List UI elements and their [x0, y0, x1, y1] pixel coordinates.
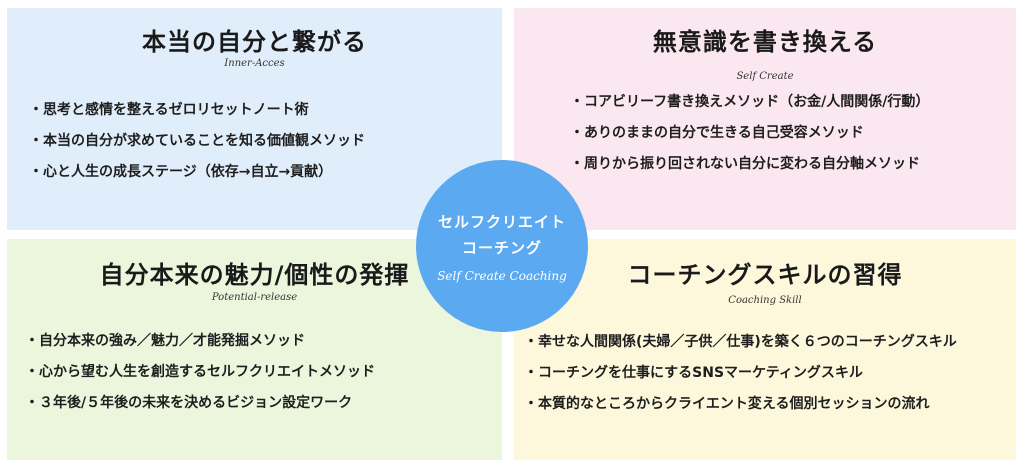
quadrant-inner-access: 本当の自分と繋がる Inner-Acces ・思考と感情を整えるゼロリセットノー…	[7, 8, 502, 230]
bullet-icon: ・	[570, 94, 584, 110]
quadrant-title: 自分本来の魅力/個性の発揮	[99, 261, 410, 289]
center-title-line1: セルフクリエイト	[437, 213, 566, 231]
list-item: ・ありのままの自分で生きる自己受容メソッド	[570, 123, 929, 143]
list-item: ・心から望む人生を創造するセルフクリエイトメソッド	[25, 362, 375, 382]
bullet-icon: ・	[25, 395, 39, 411]
bullet-icon: ・	[29, 102, 43, 118]
list-item-text: 本質的なところからクライエント変える個別セッションの流れ	[538, 396, 930, 412]
quadrant-subtitle: Inner-Acces	[224, 58, 285, 69]
quadrant-title: 無意識を書き換える	[652, 28, 878, 56]
list-item: ・周りから振り回されない自分に変わる自分軸メソッド	[570, 154, 929, 174]
list-item-text: 心から望む人生を創造するセルフクリエイトメソッド	[39, 364, 375, 380]
list-item: ・思考と感情を整えるゼロリセットノート術	[29, 100, 365, 120]
list-item-text: 自分本来の強み／魅力／才能発掘メソッド	[39, 333, 305, 349]
list-item-text: 周りから振り回されない自分に変わる自分軸メソッド	[584, 156, 920, 172]
list-item-text: コアビリーフ書き換えメソッド（お金/人間関係/行動）	[584, 94, 930, 110]
bullet-icon: ・	[29, 133, 43, 149]
quadrant-self-create: 無意識を書き換える Self Create ・コアビリーフ書き換えメソッド（お金…	[514, 8, 1016, 230]
list-item-text: 心と人生の成長ステージ（依存→自立→貢献）	[43, 164, 333, 180]
center-circle: セルフクリエイト コーチング Self Create Coaching	[416, 160, 588, 332]
bullet-icon: ・	[524, 334, 538, 350]
quadrant-potential-release: 自分本来の魅力/個性の発揮 Potential-release ・自分本来の強み…	[7, 239, 502, 460]
bullet-icon: ・	[570, 156, 584, 172]
item-list: ・コアビリーフ書き換えメソッド（お金/人間関係/行動） ・ありのままの自分で生き…	[570, 92, 929, 185]
bullet-icon: ・	[25, 333, 39, 349]
list-item: ・自分本来の強み／魅力／才能発掘メソッド	[25, 331, 375, 351]
list-item-text: 本当の自分が求めていることを知る価値観メソッド	[43, 133, 365, 149]
list-item-text: 幸せな人間関係(夫婦／子供／仕事)を築く６つのコーチングスキル	[538, 334, 957, 350]
quadrant-subtitle: Coaching Skill	[728, 295, 802, 306]
list-item: ・心と人生の成長ステージ（依存→自立→貢献）	[29, 162, 365, 182]
list-item-text: ありのままの自分で生きる自己受容メソッド	[584, 125, 864, 141]
quadrant-subtitle: Self Create	[736, 71, 794, 82]
quadrant-title: 本当の自分と繋がる	[142, 28, 367, 56]
item-list: ・自分本来の強み／魅力／才能発掘メソッド ・心から望む人生を創造するセルフクリエ…	[25, 331, 375, 424]
item-list: ・思考と感情を整えるゼロリセットノート術 ・本当の自分が求めていることを知る価値…	[29, 100, 365, 193]
bullet-icon: ・	[25, 364, 39, 380]
list-item-text: ３年後/５年後の未来を決めるビジョン設定ワーク	[39, 395, 353, 411]
bullet-icon: ・	[570, 125, 584, 141]
center-english-title: Self Create Coaching	[437, 269, 567, 283]
quadrant-subtitle: Potential-release	[211, 292, 298, 303]
quadrant-title: コーチングスキルの習得	[627, 261, 903, 289]
center-title-line2: コーチング	[461, 239, 542, 257]
list-item: ・３年後/５年後の未来を決めるビジョン設定ワーク	[25, 393, 375, 413]
list-item: ・本当の自分が求めていることを知る価値観メソッド	[29, 131, 365, 151]
quadrant-coaching-skill: コーチングスキルの習得 Coaching Skill ・幸せな人間関係(夫婦／子…	[514, 239, 1016, 460]
list-item: ・本質的なところからクライエント変える個別セッションの流れ	[524, 394, 957, 414]
list-item-text: コーチングを仕事にするSNSマーケティングスキル	[538, 365, 863, 381]
bullet-icon: ・	[524, 365, 538, 381]
list-item: ・コーチングを仕事にするSNSマーケティングスキル	[524, 363, 957, 383]
item-list: ・幸せな人間関係(夫婦／子供／仕事)を築く６つのコーチングスキル ・コーチングを…	[524, 332, 957, 425]
list-item: ・コアビリーフ書き換えメソッド（お金/人間関係/行動）	[570, 92, 929, 112]
bullet-icon: ・	[29, 164, 43, 180]
bullet-icon: ・	[524, 396, 538, 412]
list-item: ・幸せな人間関係(夫婦／子供／仕事)を築く６つのコーチングスキル	[524, 332, 957, 352]
list-item-text: 思考と感情を整えるゼロリセットノート術	[43, 102, 309, 118]
